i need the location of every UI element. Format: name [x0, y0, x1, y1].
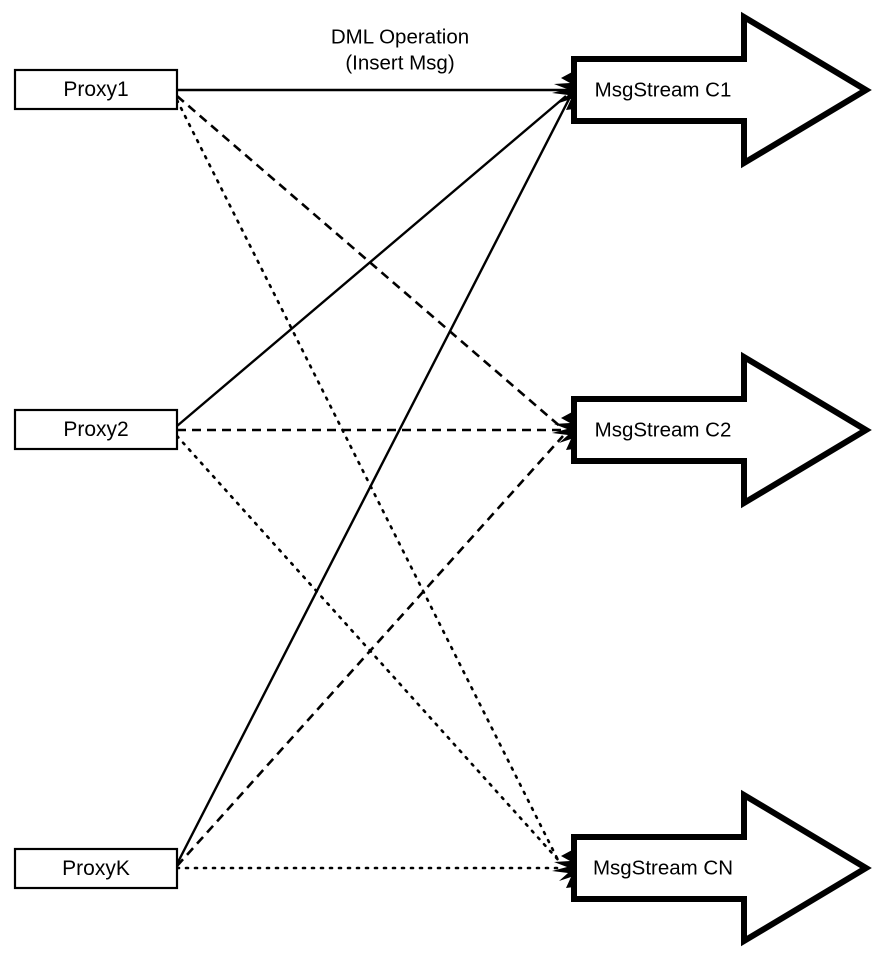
stream-label-c1: MsgStream C1	[595, 78, 732, 101]
proxy-label-proxy1: Proxy1	[63, 78, 128, 101]
stream-c1[interactable]: MsgStream C1	[571, 11, 872, 169]
proxy-proxyk[interactable]: ProxyK	[13, 847, 179, 890]
edge-p2-c1	[176, 95, 567, 427]
edge-label-line1: DML Operation	[331, 25, 469, 48]
edge-pk-c2	[176, 435, 564, 867]
edges-layer	[175, 88, 571, 870]
proxy-proxy1[interactable]: Proxy1	[13, 68, 179, 111]
streams-layer: MsgStream C1 MsgStream C2 MsgStream CN	[571, 11, 872, 947]
stream-shape-c1	[571, 11, 872, 169]
proxy-box-proxy2	[13, 408, 179, 451]
proxy-label-proxy2: Proxy2	[63, 418, 128, 441]
arrowheads-layer	[552, 71, 574, 888]
edge-pk-c1	[175, 98, 571, 865]
edge-p1-cn	[175, 98, 562, 866]
stream-cn[interactable]: MsgStream CN	[571, 789, 872, 947]
edge-p1-c2	[176, 95, 563, 429]
edge-label-line2: (Insert Msg)	[345, 51, 454, 74]
stream-label-c2: MsgStream C2	[595, 418, 732, 441]
head-cn	[552, 849, 574, 888]
stream-shape-cn	[571, 789, 872, 947]
stream-shape-c2	[571, 351, 872, 509]
head-c2	[552, 411, 574, 450]
proxy-box-proxyk	[13, 847, 179, 890]
stream-label-cn: MsgStream CN	[593, 856, 733, 879]
proxy-box-proxy1	[13, 68, 179, 111]
proxy-label-proxyk: ProxyK	[62, 857, 130, 880]
proxy-proxy2[interactable]: Proxy2	[13, 408, 179, 451]
stream-c2[interactable]: MsgStream C2	[571, 351, 872, 509]
head-c1	[552, 71, 574, 110]
edge-p2-cn	[175, 434, 562, 864]
